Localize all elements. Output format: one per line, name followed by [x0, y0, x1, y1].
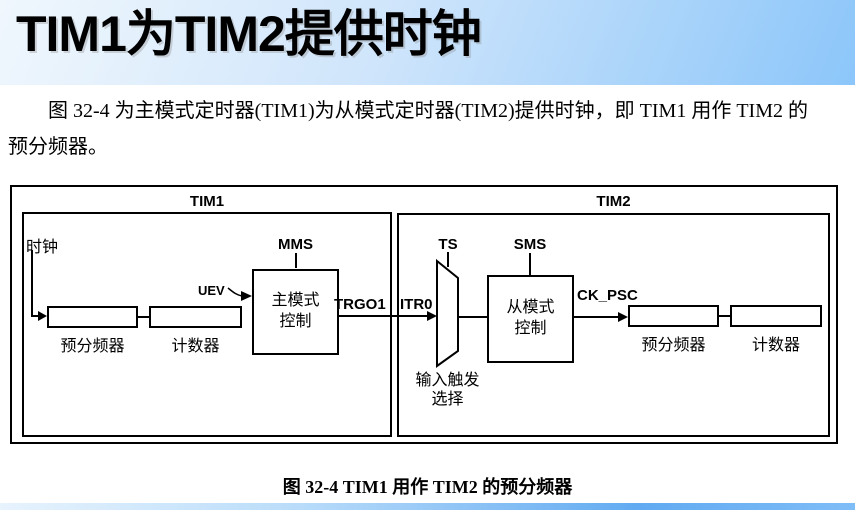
slave-ctrl-label-line2: 控制	[514, 320, 547, 337]
tim1-counter-box	[149, 306, 242, 328]
itr0-label: ITR0	[400, 296, 433, 313]
tim1-title: TIM1	[189, 193, 225, 210]
ck-psc-label: CK_PSC	[577, 287, 638, 304]
input-trigger-select-label: 输入触发 选择	[407, 371, 488, 409]
tim1-counter-label: 计数器	[171, 338, 220, 355]
intro-paragraph: 图 32-4 为主模式定时器(TIM1)为从模式定时器(TIM2)提供时钟，即 …	[8, 100, 808, 158]
header-bar: TIM1为TIM2提供时钟	[0, 0, 855, 85]
input-trigger-select-line2: 选择	[431, 391, 464, 408]
figure-caption: 图 32-4 TIM1 用作 TIM2 的预分频器	[282, 477, 573, 497]
trgo1-label: TRGO1	[334, 296, 386, 313]
page-title: TIM1为TIM2提供时钟	[16, 6, 482, 62]
input-trigger-select-line1: 输入触发	[415, 372, 480, 389]
tim2-counter-label: 计数器	[751, 337, 800, 354]
tim2-prescaler-label: 预分频器	[641, 337, 706, 354]
master-mode-control-box: 主模式 控制	[252, 269, 339, 355]
tim1-prescaler-box	[47, 306, 138, 328]
footer-bar	[0, 503, 855, 510]
tim2-counter-box	[730, 305, 822, 327]
tim1-block	[22, 212, 392, 437]
uev-label: UEV	[198, 283, 225, 298]
master-ctrl-label-line1: 主模式	[271, 292, 320, 309]
clock-label: 时钟	[26, 239, 59, 256]
sms-label: SMS	[513, 236, 547, 253]
ts-label: TS	[438, 236, 458, 253]
master-ctrl-label-line2: 控制	[279, 313, 312, 330]
slave-mode-control-box: 从模式 控制	[487, 275, 574, 363]
slave-ctrl-label-line1: 从模式	[506, 299, 555, 316]
tim1-prescaler-label: 预分频器	[60, 338, 125, 355]
diagram-outer-frame	[10, 185, 838, 444]
mms-label: MMS	[278, 236, 313, 253]
tim2-prescaler-box	[628, 305, 719, 327]
tim2-block	[397, 213, 830, 437]
tim2-title: TIM2	[596, 193, 631, 210]
